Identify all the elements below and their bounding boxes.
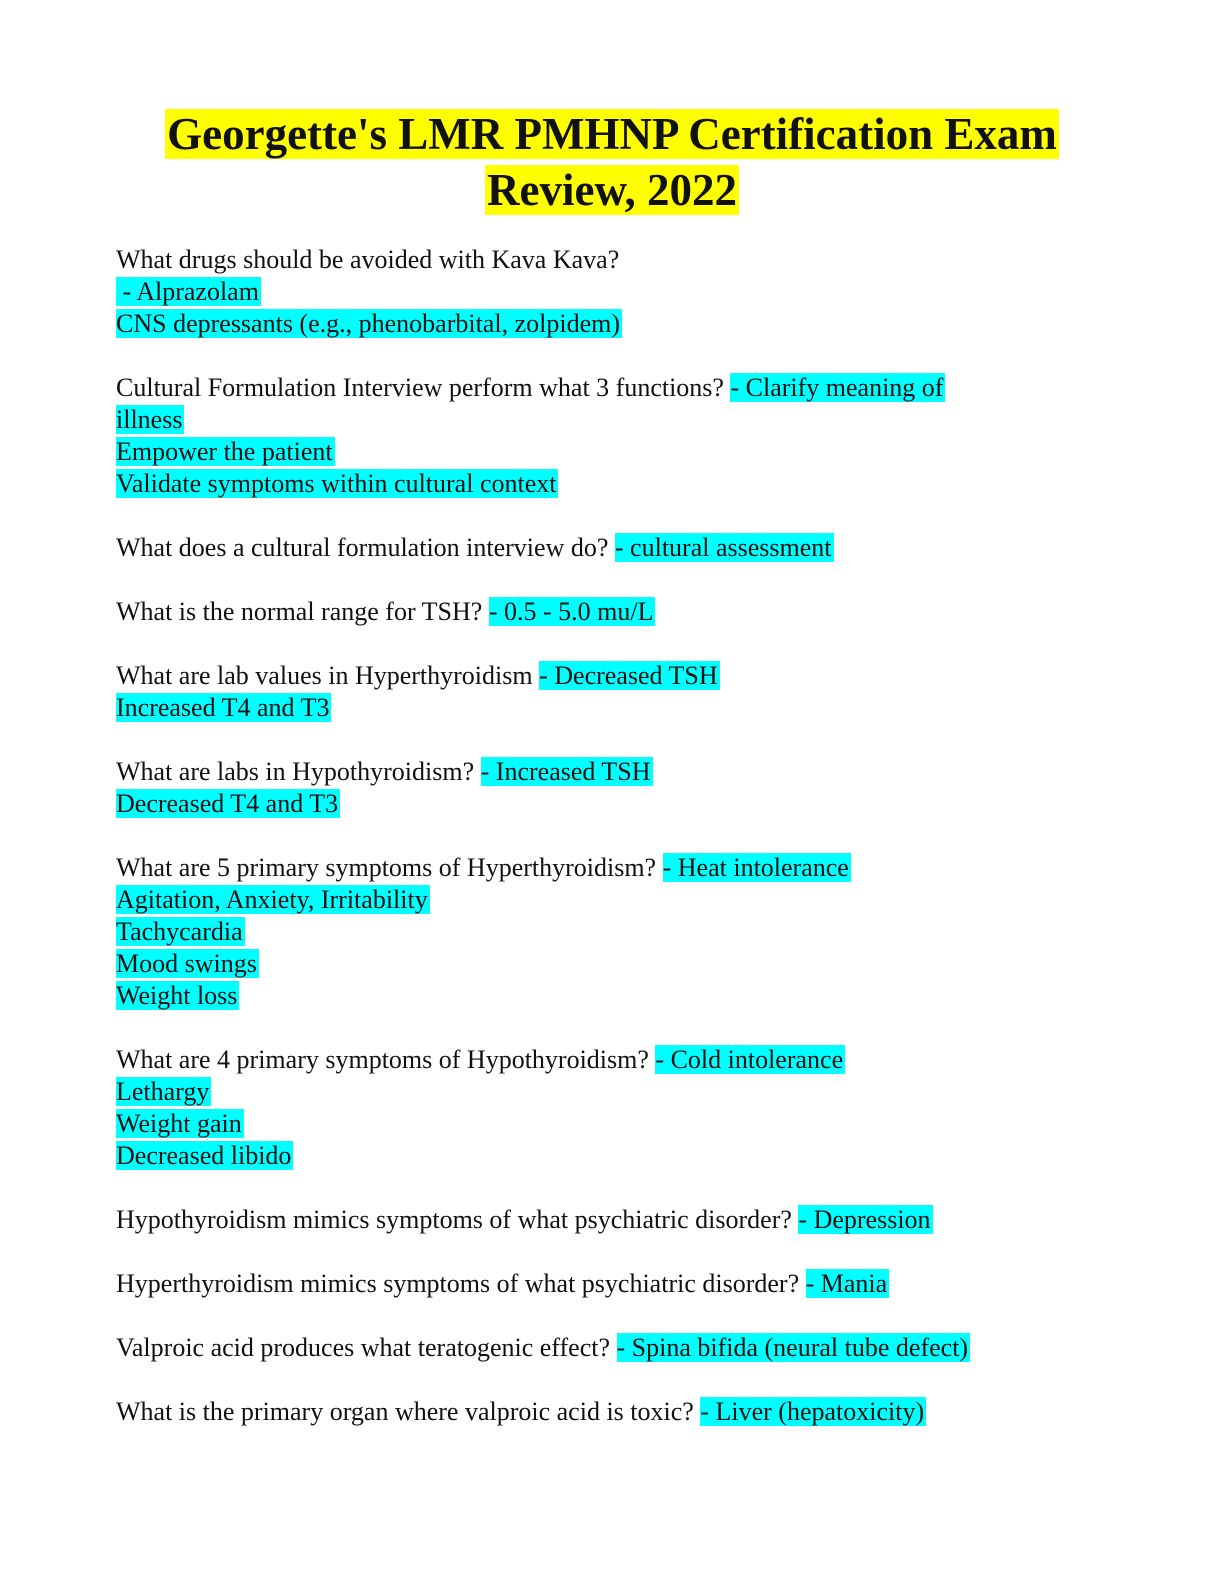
title-line-2: Review, 2022 bbox=[485, 165, 739, 215]
answer-inline: - Decreased TSH bbox=[539, 661, 720, 690]
answer-line: Weight gain bbox=[116, 1109, 244, 1138]
qa-item: Hypothyroidism mimics symptoms of what p… bbox=[116, 1204, 1076, 1236]
answer-inline: - Spina bifida (neural tube defect) bbox=[616, 1333, 971, 1362]
answer-inline: - Depression bbox=[798, 1205, 933, 1234]
qa-item: What are lab values in Hyperthyroidism -… bbox=[116, 660, 1076, 724]
answer-line: Increased T4 and T3 bbox=[116, 693, 332, 722]
answer-line: CNS depressants (e.g., phenobarbital, zo… bbox=[116, 309, 622, 338]
answer-inline: - Cold intolerance bbox=[655, 1045, 846, 1074]
answer-line: illness bbox=[116, 405, 185, 434]
question-text: What are lab values in Hyperthyroidism bbox=[116, 661, 540, 690]
answer-line: Weight loss bbox=[116, 981, 240, 1010]
question-text: Hypothyroidism mimics symptoms of what p… bbox=[116, 1205, 799, 1234]
answer-inline: - Heat intolerance bbox=[662, 853, 851, 882]
question-text: What drugs should be avoided with Kava K… bbox=[116, 245, 620, 274]
title-line-1: Georgette's LMR PMHNP Certification Exam bbox=[165, 109, 1059, 159]
question-text: What does a cultural formulation intervi… bbox=[116, 533, 615, 562]
qa-item: What is the primary organ where valproic… bbox=[116, 1396, 1076, 1428]
answer-line: Agitation, Anxiety, Irritability bbox=[116, 885, 430, 914]
qa-item: What drugs should be avoided with Kava K… bbox=[116, 244, 1076, 340]
question-text: What are labs in Hypothyroidism? bbox=[116, 757, 481, 786]
answer-inline: - Mania bbox=[805, 1269, 890, 1298]
answer-inline: - 0.5 - 5.0 mu/L bbox=[488, 597, 656, 626]
qa-item: What does a cultural formulation intervi… bbox=[116, 532, 1076, 564]
question-text: What is the primary organ where valproic… bbox=[116, 1397, 701, 1426]
answer-inline: - cultural assessment bbox=[614, 533, 834, 562]
answer-line: - Alprazolam bbox=[116, 277, 261, 306]
qa-item: Cultural Formulation Interview perform w… bbox=[116, 372, 1076, 500]
answer-line: Validate symptoms within cultural contex… bbox=[116, 469, 559, 498]
qa-item: What are 4 primary symptoms of Hypothyro… bbox=[116, 1044, 1076, 1172]
question-text: What are 4 primary symptoms of Hypothyro… bbox=[116, 1045, 656, 1074]
qa-item: Valproic acid produces what teratogenic … bbox=[116, 1332, 1076, 1364]
answer-line: Mood swings bbox=[116, 949, 259, 978]
question-text: Valproic acid produces what teratogenic … bbox=[116, 1333, 617, 1362]
question-text: Cultural Formulation Interview perform w… bbox=[116, 373, 731, 402]
answer-inline: - Liver (hepatoxicity) bbox=[700, 1397, 927, 1426]
qa-list: What drugs should be avoided with Kava K… bbox=[116, 244, 1076, 1460]
question-text: Hyperthyroidism mimics symptoms of what … bbox=[116, 1269, 806, 1298]
qa-item: What are 5 primary symptoms of Hyperthyr… bbox=[116, 852, 1076, 1012]
answer-inline: - Clarify meaning of bbox=[730, 373, 946, 402]
answer-line: Decreased libido bbox=[116, 1141, 294, 1170]
answer-line: Decreased T4 and T3 bbox=[116, 789, 341, 818]
answer-line: Empower the patient bbox=[116, 437, 335, 466]
answer-inline: - Increased TSH bbox=[480, 757, 653, 786]
document-title: Georgette's LMR PMHNP Certification Exam… bbox=[60, 106, 1164, 218]
qa-item: Hyperthyroidism mimics symptoms of what … bbox=[116, 1268, 1076, 1300]
question-text: What are 5 primary symptoms of Hyperthyr… bbox=[116, 853, 663, 882]
question-text: What is the normal range for TSH? bbox=[116, 597, 489, 626]
answer-line: Lethargy bbox=[116, 1077, 212, 1106]
qa-item: What are labs in Hypothyroidism? - Incre… bbox=[116, 756, 1076, 820]
qa-item: What is the normal range for TSH? - 0.5 … bbox=[116, 596, 1076, 628]
answer-line: Tachycardia bbox=[116, 917, 245, 946]
